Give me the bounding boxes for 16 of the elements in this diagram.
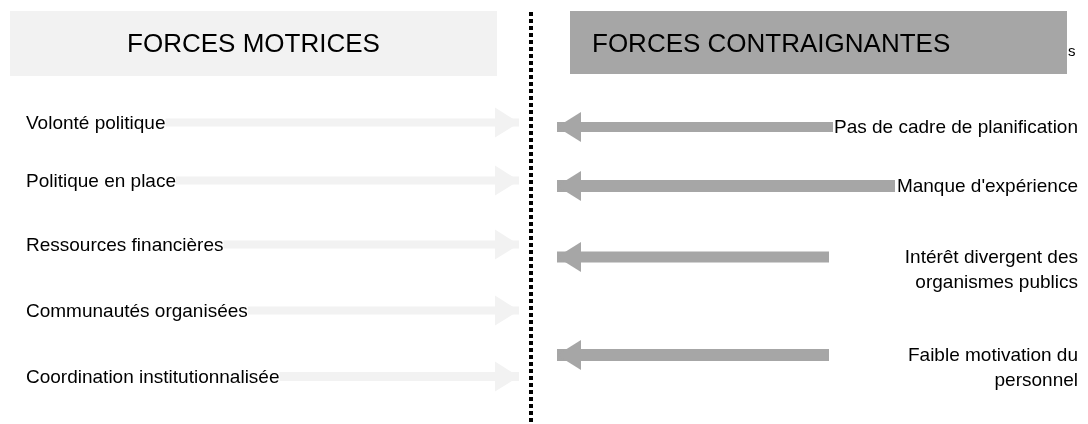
force-label: Politique en place (26, 168, 176, 193)
force-arrow (557, 112, 833, 142)
force-arrow (557, 340, 829, 370)
force-label: Ressources financières (26, 232, 224, 257)
force-label: Coordination institutionnalisée (26, 364, 280, 389)
force-label: Volonté politique (26, 110, 166, 135)
force-arrow (557, 242, 829, 272)
force-label: Faible motivation du personnel (829, 342, 1078, 392)
text-fragment: s (1068, 41, 1076, 61)
header-band: FORCES MOTRICES (10, 11, 497, 76)
force-label: Intérêt divergent des organismes publics (829, 244, 1078, 294)
force-arrow (557, 171, 895, 201)
header-band: FORCES CONTRAIGNANTES (570, 11, 1067, 74)
force-label: Manque d'expérience (895, 173, 1078, 198)
force-label: Pas de cadre de planification (833, 114, 1078, 139)
force-label: Communautés organisées (26, 298, 248, 323)
